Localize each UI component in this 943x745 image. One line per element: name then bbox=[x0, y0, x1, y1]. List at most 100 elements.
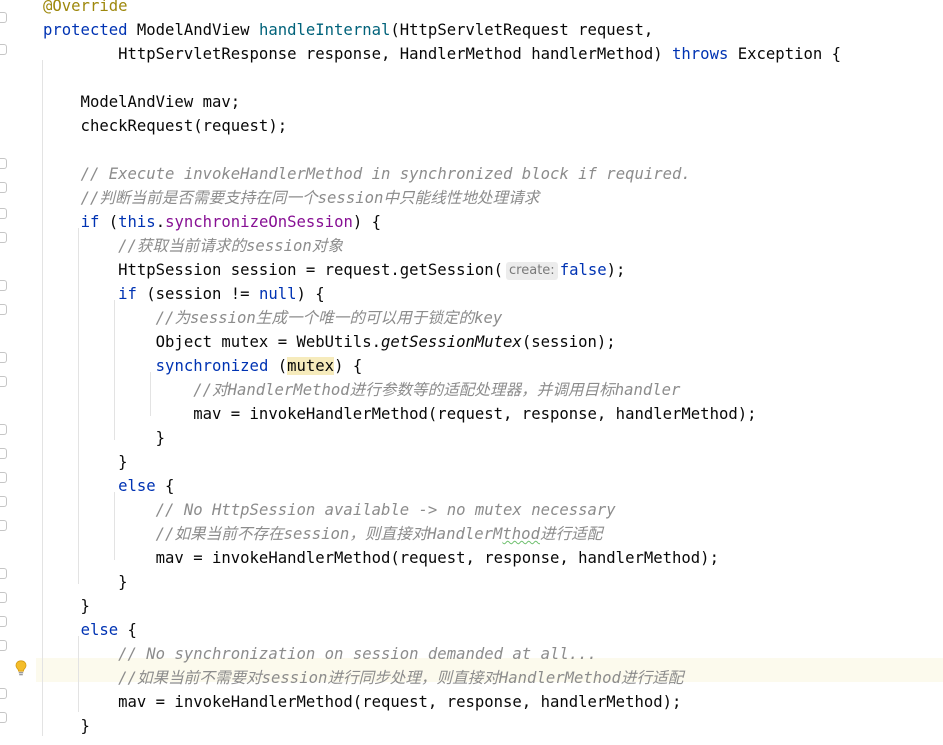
fold-marker-icon[interactable] bbox=[0, 232, 7, 243]
code-token: //为session生成一个唯一的可以用于锁定的key bbox=[155, 309, 503, 327]
code-token: else bbox=[118, 477, 156, 495]
code-token: ( bbox=[99, 213, 119, 231]
code-token: ) { bbox=[334, 357, 363, 375]
code-token: ) { bbox=[352, 213, 382, 231]
code-line[interactable] bbox=[36, 66, 943, 90]
fold-marker-icon[interactable] bbox=[0, 520, 7, 531]
code-token: //如果当前不存在session，则直接对HandlerM bbox=[155, 525, 503, 543]
code-token: //获取当前请求的session对象 bbox=[118, 237, 343, 255]
code-token: null bbox=[258, 285, 297, 303]
fold-marker-icon[interactable] bbox=[0, 182, 7, 193]
code-line[interactable]: Object mutex = WebUtils.getSessionMutex(… bbox=[36, 330, 943, 354]
code-line[interactable] bbox=[36, 138, 943, 162]
fold-marker-icon[interactable] bbox=[0, 448, 7, 459]
code-line[interactable]: else { bbox=[36, 474, 943, 498]
code-line[interactable]: } bbox=[36, 426, 943, 450]
code-token bbox=[43, 165, 81, 183]
code-token: ModelAndView mav; bbox=[43, 93, 241, 111]
code-line[interactable]: HttpServletResponse response, HandlerMet… bbox=[36, 42, 943, 66]
code-token: getSessionMutex bbox=[380, 333, 522, 351]
code-line[interactable]: } bbox=[36, 714, 943, 738]
fold-marker-icon[interactable] bbox=[0, 712, 7, 723]
code-line[interactable]: // No HttpSession available -> no mutex … bbox=[36, 498, 943, 522]
code-token: { bbox=[155, 477, 175, 495]
code-token: throws bbox=[672, 45, 729, 63]
code-line[interactable]: // Execute invokeHandlerMethod in synchr… bbox=[36, 162, 943, 186]
fold-marker-icon[interactable] bbox=[0, 208, 7, 219]
code-line[interactable]: if (this.synchronizeOnSession) { bbox=[36, 210, 943, 234]
code-token: if bbox=[118, 285, 137, 303]
code-token: } bbox=[43, 453, 128, 471]
code-token: mav = invokeHandlerMethod(request, respo… bbox=[43, 693, 682, 711]
code-line[interactable]: //对HandlerMethod进行参数等的适配处理器，并调用目标handler bbox=[36, 378, 943, 402]
editor-gutter[interactable] bbox=[0, 0, 36, 745]
indent-guide bbox=[114, 492, 115, 560]
code-token: // No synchronization on session demande… bbox=[118, 645, 597, 663]
code-token: protected bbox=[43, 21, 128, 39]
code-line[interactable]: synchronized (mutex) { bbox=[36, 354, 943, 378]
fold-marker-icon[interactable] bbox=[0, 352, 7, 363]
code-token: checkRequest(request); bbox=[43, 117, 288, 135]
indent-guide bbox=[42, 60, 43, 736]
code-line[interactable]: if (session != null) { bbox=[36, 282, 943, 306]
code-token bbox=[43, 213, 81, 231]
indent-guide bbox=[114, 300, 115, 440]
code-line[interactable]: @Override bbox=[36, 0, 943, 18]
fold-marker-icon[interactable] bbox=[0, 496, 7, 507]
lightbulb-icon[interactable] bbox=[15, 660, 27, 676]
code-token: (session); bbox=[521, 333, 616, 351]
code-line[interactable]: } bbox=[36, 594, 943, 618]
code-line[interactable]: checkRequest(request); bbox=[36, 114, 943, 138]
code-line[interactable]: mav = invokeHandlerMethod(request, respo… bbox=[36, 402, 943, 426]
fold-marker-icon[interactable] bbox=[0, 12, 7, 23]
code-token bbox=[43, 309, 156, 327]
code-token bbox=[43, 621, 81, 639]
fold-marker-icon[interactable] bbox=[0, 568, 7, 579]
code-line[interactable]: HttpSession session = request.getSession… bbox=[36, 258, 943, 282]
code-line[interactable]: //为session生成一个唯一的可以用于锁定的key bbox=[36, 306, 943, 330]
code-token: } bbox=[43, 429, 166, 447]
code-token: (session != bbox=[136, 285, 259, 303]
code-token: mav = invokeHandlerMethod(request, respo… bbox=[43, 549, 719, 567]
code-token: synchronizeOnSession bbox=[165, 213, 353, 231]
code-token: Object mutex = WebUtils. bbox=[43, 333, 381, 351]
code-token: synchronized bbox=[155, 357, 269, 375]
fold-marker-icon[interactable] bbox=[0, 688, 7, 699]
code-line[interactable]: } bbox=[36, 450, 943, 474]
fold-marker-icon[interactable] bbox=[0, 592, 7, 603]
code-token: else bbox=[80, 621, 119, 639]
code-token: HttpSession session = request.getSession… bbox=[43, 261, 504, 279]
code-line[interactable]: mav = invokeHandlerMethod(request, respo… bbox=[36, 690, 943, 714]
fold-marker-icon[interactable] bbox=[0, 158, 7, 169]
fold-marker-icon[interactable] bbox=[0, 472, 7, 483]
code-line[interactable]: else { bbox=[36, 618, 943, 642]
code-token: ( bbox=[268, 357, 288, 375]
code-token: mutex bbox=[287, 357, 335, 375]
fold-marker-icon[interactable] bbox=[0, 280, 7, 291]
indent-guide bbox=[78, 636, 79, 712]
code-token bbox=[43, 477, 118, 495]
code-token: // Execute invokeHandlerMethod in synchr… bbox=[80, 165, 691, 183]
code-token: . bbox=[155, 213, 166, 231]
code-line[interactable]: //如果当前不存在session，则直接对HandlerMthod进行适配 bbox=[36, 522, 943, 546]
code-line[interactable]: //判断当前是否需要支持在同一个session中只能线性地处理请求 bbox=[36, 186, 943, 210]
fold-marker-icon[interactable] bbox=[0, 424, 7, 435]
code-token: mav = invokeHandlerMethod(request, respo… bbox=[43, 405, 757, 423]
fold-marker-icon[interactable] bbox=[0, 640, 7, 651]
fold-marker-icon[interactable] bbox=[0, 616, 7, 627]
code-line[interactable]: // No synchronization on session demande… bbox=[36, 642, 943, 666]
fold-marker-icon[interactable] bbox=[0, 376, 7, 387]
fold-marker-icon[interactable] bbox=[0, 44, 7, 55]
code-line[interactable]: mav = invokeHandlerMethod(request, respo… bbox=[36, 546, 943, 570]
code-token: // No HttpSession available -> no mutex … bbox=[155, 501, 616, 519]
code-token: Exception { bbox=[728, 45, 842, 63]
code-line[interactable]: protected ModelAndView handleInternal(Ht… bbox=[36, 18, 943, 42]
code-line[interactable]: //如果当前不需要对session进行同步处理，则直接对HandlerMetho… bbox=[36, 666, 943, 690]
code-line[interactable]: ModelAndView mav; bbox=[36, 90, 943, 114]
code-token: ModelAndView bbox=[127, 21, 259, 39]
code-token: //对HandlerMethod进行参数等的适配处理器，并调用目标handler bbox=[193, 381, 681, 399]
code-line[interactable]: } bbox=[36, 570, 943, 594]
code-line[interactable]: //获取当前请求的session对象 bbox=[36, 234, 943, 258]
fold-marker-icon[interactable] bbox=[0, 304, 7, 315]
